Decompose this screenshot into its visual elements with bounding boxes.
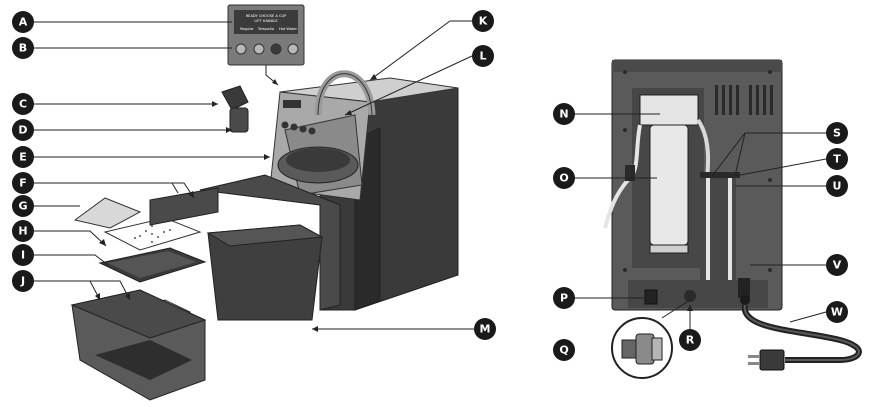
panel-btn2-text: Tempaña: [257, 27, 274, 31]
callout-F-label: F: [19, 177, 27, 190]
callout-M: M: [474, 318, 496, 340]
callout-M-label: M: [480, 323, 491, 336]
callout-A-label: A: [19, 16, 28, 29]
panel-lift-text: LIFT HANDLE: [254, 19, 278, 23]
callout-K: K: [472, 10, 494, 32]
callout-R-label: R: [686, 334, 695, 347]
callout-O: O: [553, 167, 575, 189]
panel-btn1-text: Regular: [240, 27, 254, 31]
control-panel-inset: READY CHOOSE A CUP LIFT HANDLE Regular T…: [227, 4, 305, 86]
water-filter-holder: [221, 85, 249, 133]
callout-K-label: K: [479, 15, 488, 28]
callout-C-label: C: [19, 98, 27, 111]
callout-J-label: J: [20, 275, 25, 288]
callout-J: J: [12, 270, 34, 292]
callout-P: P: [553, 287, 575, 309]
callout-A: A: [12, 11, 34, 33]
callout-S-label: S: [833, 127, 841, 140]
callout-F: F: [12, 172, 34, 194]
callout-D: D: [12, 119, 34, 141]
callout-B-label: B: [19, 42, 27, 55]
brewer-body: [199, 70, 459, 311]
callout-T: T: [826, 148, 848, 170]
callout-N: N: [553, 103, 575, 125]
callout-G: G: [12, 195, 34, 217]
brewer-rear-panel: [603, 59, 862, 371]
leader-lines: [34, 20, 827, 332]
callout-C: C: [12, 93, 34, 115]
callout-I-label: I: [21, 249, 25, 262]
callout-Q-label: Q: [559, 344, 568, 357]
callout-R: R: [679, 329, 701, 351]
callout-V: V: [826, 254, 848, 276]
callout-U: U: [826, 175, 848, 197]
water-reservoir: [206, 224, 324, 321]
callout-G-label: G: [18, 200, 27, 213]
panel-ready-text: READY CHOOSE A CUP: [246, 14, 287, 18]
callout-Q: Q: [553, 339, 575, 361]
callout-E: E: [12, 146, 34, 168]
callout-N-label: N: [559, 108, 568, 121]
fitting-detail-circle: [611, 299, 691, 379]
callout-L-label: L: [479, 50, 486, 63]
callout-H-label: H: [18, 225, 27, 238]
callout-B: B: [12, 37, 34, 59]
callout-W-label: W: [831, 306, 843, 319]
callout-I: I: [12, 244, 34, 266]
callout-D-label: D: [18, 124, 27, 137]
callout-O-label: O: [559, 172, 568, 185]
callout-H: H: [12, 220, 34, 242]
panel-btn3-text: Hot Water: [279, 27, 298, 31]
callout-S: S: [826, 122, 848, 144]
callout-L: L: [472, 45, 494, 67]
callout-T-label: T: [833, 153, 841, 166]
callout-E-label: E: [19, 151, 27, 164]
callout-U-label: U: [833, 180, 842, 193]
drip-tray-assembly: [70, 197, 207, 401]
callout-W: W: [826, 301, 848, 323]
callout-V-label: V: [833, 259, 842, 272]
cup-platform: [149, 187, 219, 226]
callout-P-label: P: [560, 292, 568, 305]
